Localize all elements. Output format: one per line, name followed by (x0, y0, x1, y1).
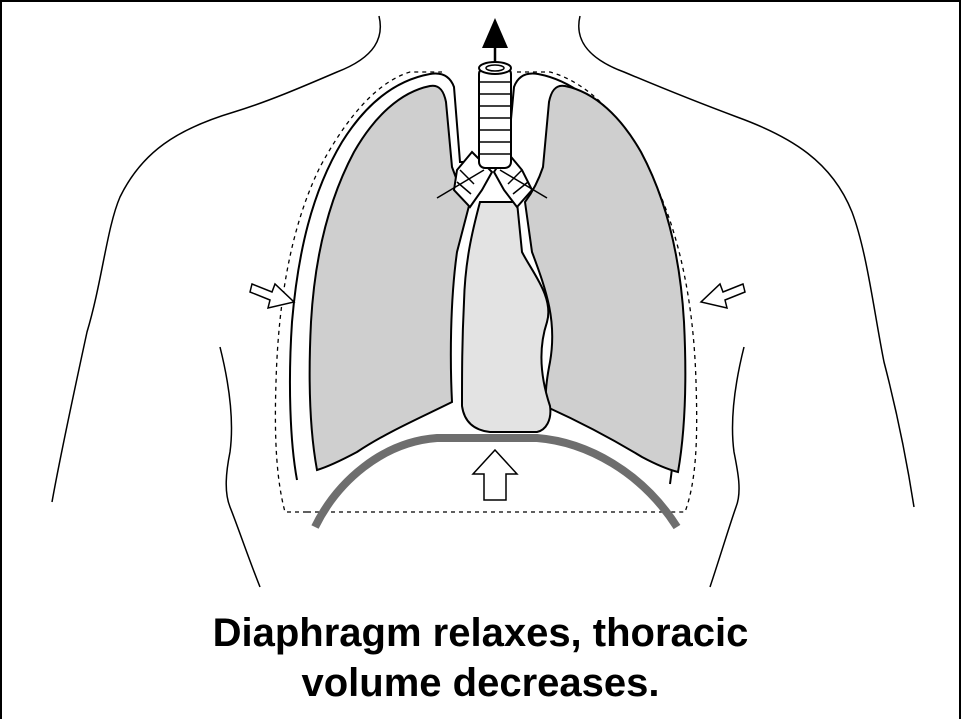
trachea (479, 62, 511, 168)
caption-line-2: volume decreases. (2, 658, 959, 708)
diagram-caption: Diaphragm relaxes, thoracic volume decre… (2, 608, 959, 708)
caption-line-1: Diaphragm relaxes, thoracic (2, 608, 959, 658)
hollow-arrow-icon (701, 284, 745, 308)
left-arm-line (220, 347, 260, 587)
hollow-arrow-icon (250, 284, 294, 308)
arrow-up-icon (482, 18, 508, 62)
right-arm-line (710, 347, 744, 587)
trachea-opening (479, 62, 511, 74)
